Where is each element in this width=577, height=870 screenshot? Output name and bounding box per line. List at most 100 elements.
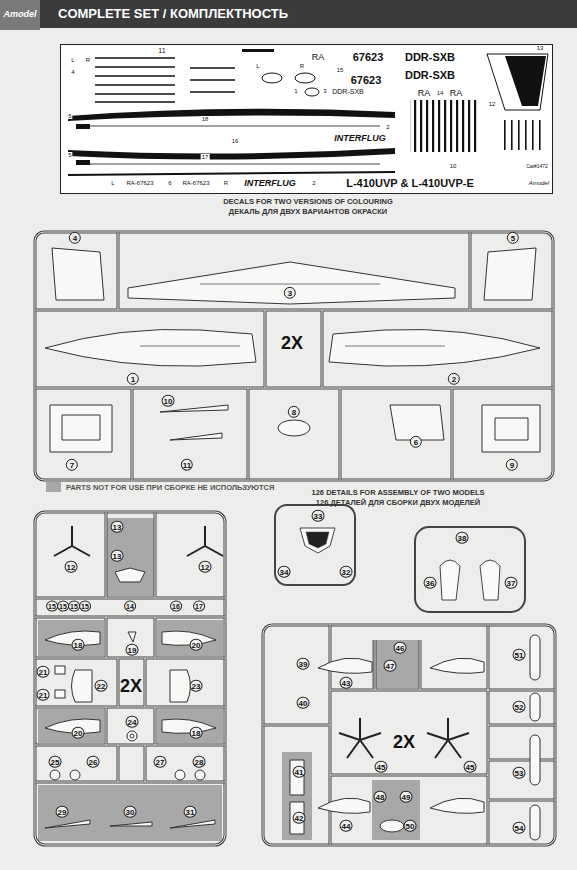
decal-text: 4 <box>70 69 75 75</box>
callout-number: 33 <box>312 510 325 522</box>
note-text: ДЕКАЛЬ ДЛЯ ДВУХ ВАРИАНТОВ ОКРАСКИ <box>229 207 387 216</box>
decal-text: INTERFLUG <box>333 134 387 143</box>
callout-number: 6 <box>410 436 422 448</box>
callout-number: 41 <box>293 766 306 778</box>
callout-number: 12 <box>199 561 212 573</box>
callout-number: 52 <box>513 701 526 713</box>
callout-number: 50 <box>404 820 417 832</box>
sprue-c <box>263 625 555 845</box>
callout-number: 18 <box>190 727 203 739</box>
callout-number: 10 <box>162 395 175 407</box>
decal-text: 18 <box>201 116 210 122</box>
decal-text: 5 <box>67 113 72 119</box>
quantity-mark: 2X <box>393 732 415 753</box>
decal-text: 12 <box>488 101 497 107</box>
decal-text: RA <box>417 89 432 98</box>
callout-number: 53 <box>513 767 526 779</box>
callout-number: 43 <box>340 677 353 689</box>
decal-text: 2 <box>311 180 316 186</box>
callout-number: 1 <box>127 373 139 385</box>
quantity-mark: 2X <box>281 333 303 354</box>
brand-logo: Amodel <box>3 9 36 19</box>
decal-text: 16 <box>231 138 240 144</box>
callout-number: 51 <box>513 649 526 661</box>
callout-number: 17 <box>193 601 205 612</box>
note-text: 126 DETAILS FOR ASSEMBLY OF TWO MODELS <box>312 488 485 497</box>
sprue-a <box>35 232 553 480</box>
decal-sheet: L4R11LRRA67623DDR-SXB1315DDR-SXB6762313D… <box>60 44 553 194</box>
callout-number: 47 <box>384 660 397 672</box>
callout-number: 23 <box>190 680 203 692</box>
callout-number: 28 <box>193 756 206 768</box>
sheet-title: COMPLETE SET / КОМПЛЕКТНОСТЬ <box>58 6 288 21</box>
callout-number: 21 <box>37 666 50 678</box>
callout-number: 25 <box>49 756 62 768</box>
callout-number: 54 <box>513 822 526 834</box>
decal-text: Cat#1472 <box>525 164 549 169</box>
decal-text: RA <box>311 53 326 62</box>
callout-number: 15 <box>79 601 91 612</box>
callout-number: 8 <box>288 406 300 418</box>
callout-number: 20 <box>190 639 203 651</box>
callout-number: 19 <box>126 644 139 656</box>
callout-number: 13 <box>111 550 124 562</box>
decal-text: 3 <box>322 88 327 94</box>
callout-number: 38 <box>456 532 469 544</box>
decal-text: DDR-SXB <box>404 70 456 81</box>
callout-number: 2 <box>448 373 460 385</box>
callout-number: 13 <box>111 521 124 533</box>
callout-number: 42 <box>293 812 306 824</box>
decal-text: R <box>85 57 91 63</box>
legend-entry: PARTS NOT FOR USE ПРИ СБОРКЕ НЕ ИСПОЛЬЗУ… <box>46 482 274 492</box>
legend-swatch <box>46 482 61 492</box>
decal-text: 14 <box>436 90 445 96</box>
decal-text: INTERFLUG <box>243 179 297 188</box>
decal-text: 67623 <box>350 75 383 86</box>
decal-text: 6 <box>167 180 172 186</box>
decal-text: L <box>70 57 75 63</box>
callout-number: 37 <box>505 577 518 589</box>
callout-number: 11 <box>181 459 193 471</box>
callout-number: 39 <box>297 658 310 670</box>
callout-number: 18 <box>72 639 85 651</box>
callout-number: 24 <box>126 716 139 728</box>
decal-text: 5 <box>67 152 72 158</box>
decal-text: 11 <box>157 47 166 54</box>
callout-number: 40 <box>297 697 310 709</box>
callout-number: 48 <box>374 791 387 803</box>
quantity-mark: 2X <box>120 676 142 697</box>
callout-number: 20 <box>72 727 85 739</box>
callout-number: 46 <box>394 642 407 654</box>
note-text: 126 ДЕТАЛЕЙ ДЛЯ СБОРКИ ДВУХ МОДЕЛЕЙ <box>316 498 480 507</box>
callout-number: 31 <box>184 806 197 818</box>
decal-text: RA-67623 <box>181 180 210 186</box>
callout-number: 30 <box>124 806 137 818</box>
callout-number: 9 <box>506 459 518 471</box>
callout-number: 44 <box>340 820 353 832</box>
decal-text: RA <box>449 89 464 98</box>
callout-number: 45 <box>375 761 388 773</box>
callout-number: 29 <box>56 806 69 818</box>
note-text: DECALS FOR TWO VERSIONS OF COLOURING <box>223 197 393 206</box>
callout-number: 16 <box>170 601 182 612</box>
callout-number: 36 <box>424 577 437 589</box>
callout-number: 32 <box>340 566 353 578</box>
clear-sprue <box>275 505 525 612</box>
callout-number: 14 <box>124 601 136 612</box>
decal-text: RA-67623 <box>125 180 154 186</box>
decal-text: 1 <box>293 88 298 94</box>
decal-text: DDR-SXB <box>331 88 365 95</box>
decal-text: 17 <box>201 154 210 160</box>
decal-text: L <box>255 63 260 69</box>
decal-text: 15 <box>336 67 345 73</box>
decal-text: R <box>223 180 229 186</box>
callout-number: 22 <box>95 680 108 692</box>
decal-text: 2 <box>385 124 390 130</box>
header-band <box>0 0 577 30</box>
callout-number: 45 <box>464 761 477 773</box>
callout-number: 5 <box>507 232 519 244</box>
decal-text: 10 <box>449 163 458 169</box>
callout-number: 21 <box>37 689 50 701</box>
callout-number: 26 <box>87 756 100 768</box>
